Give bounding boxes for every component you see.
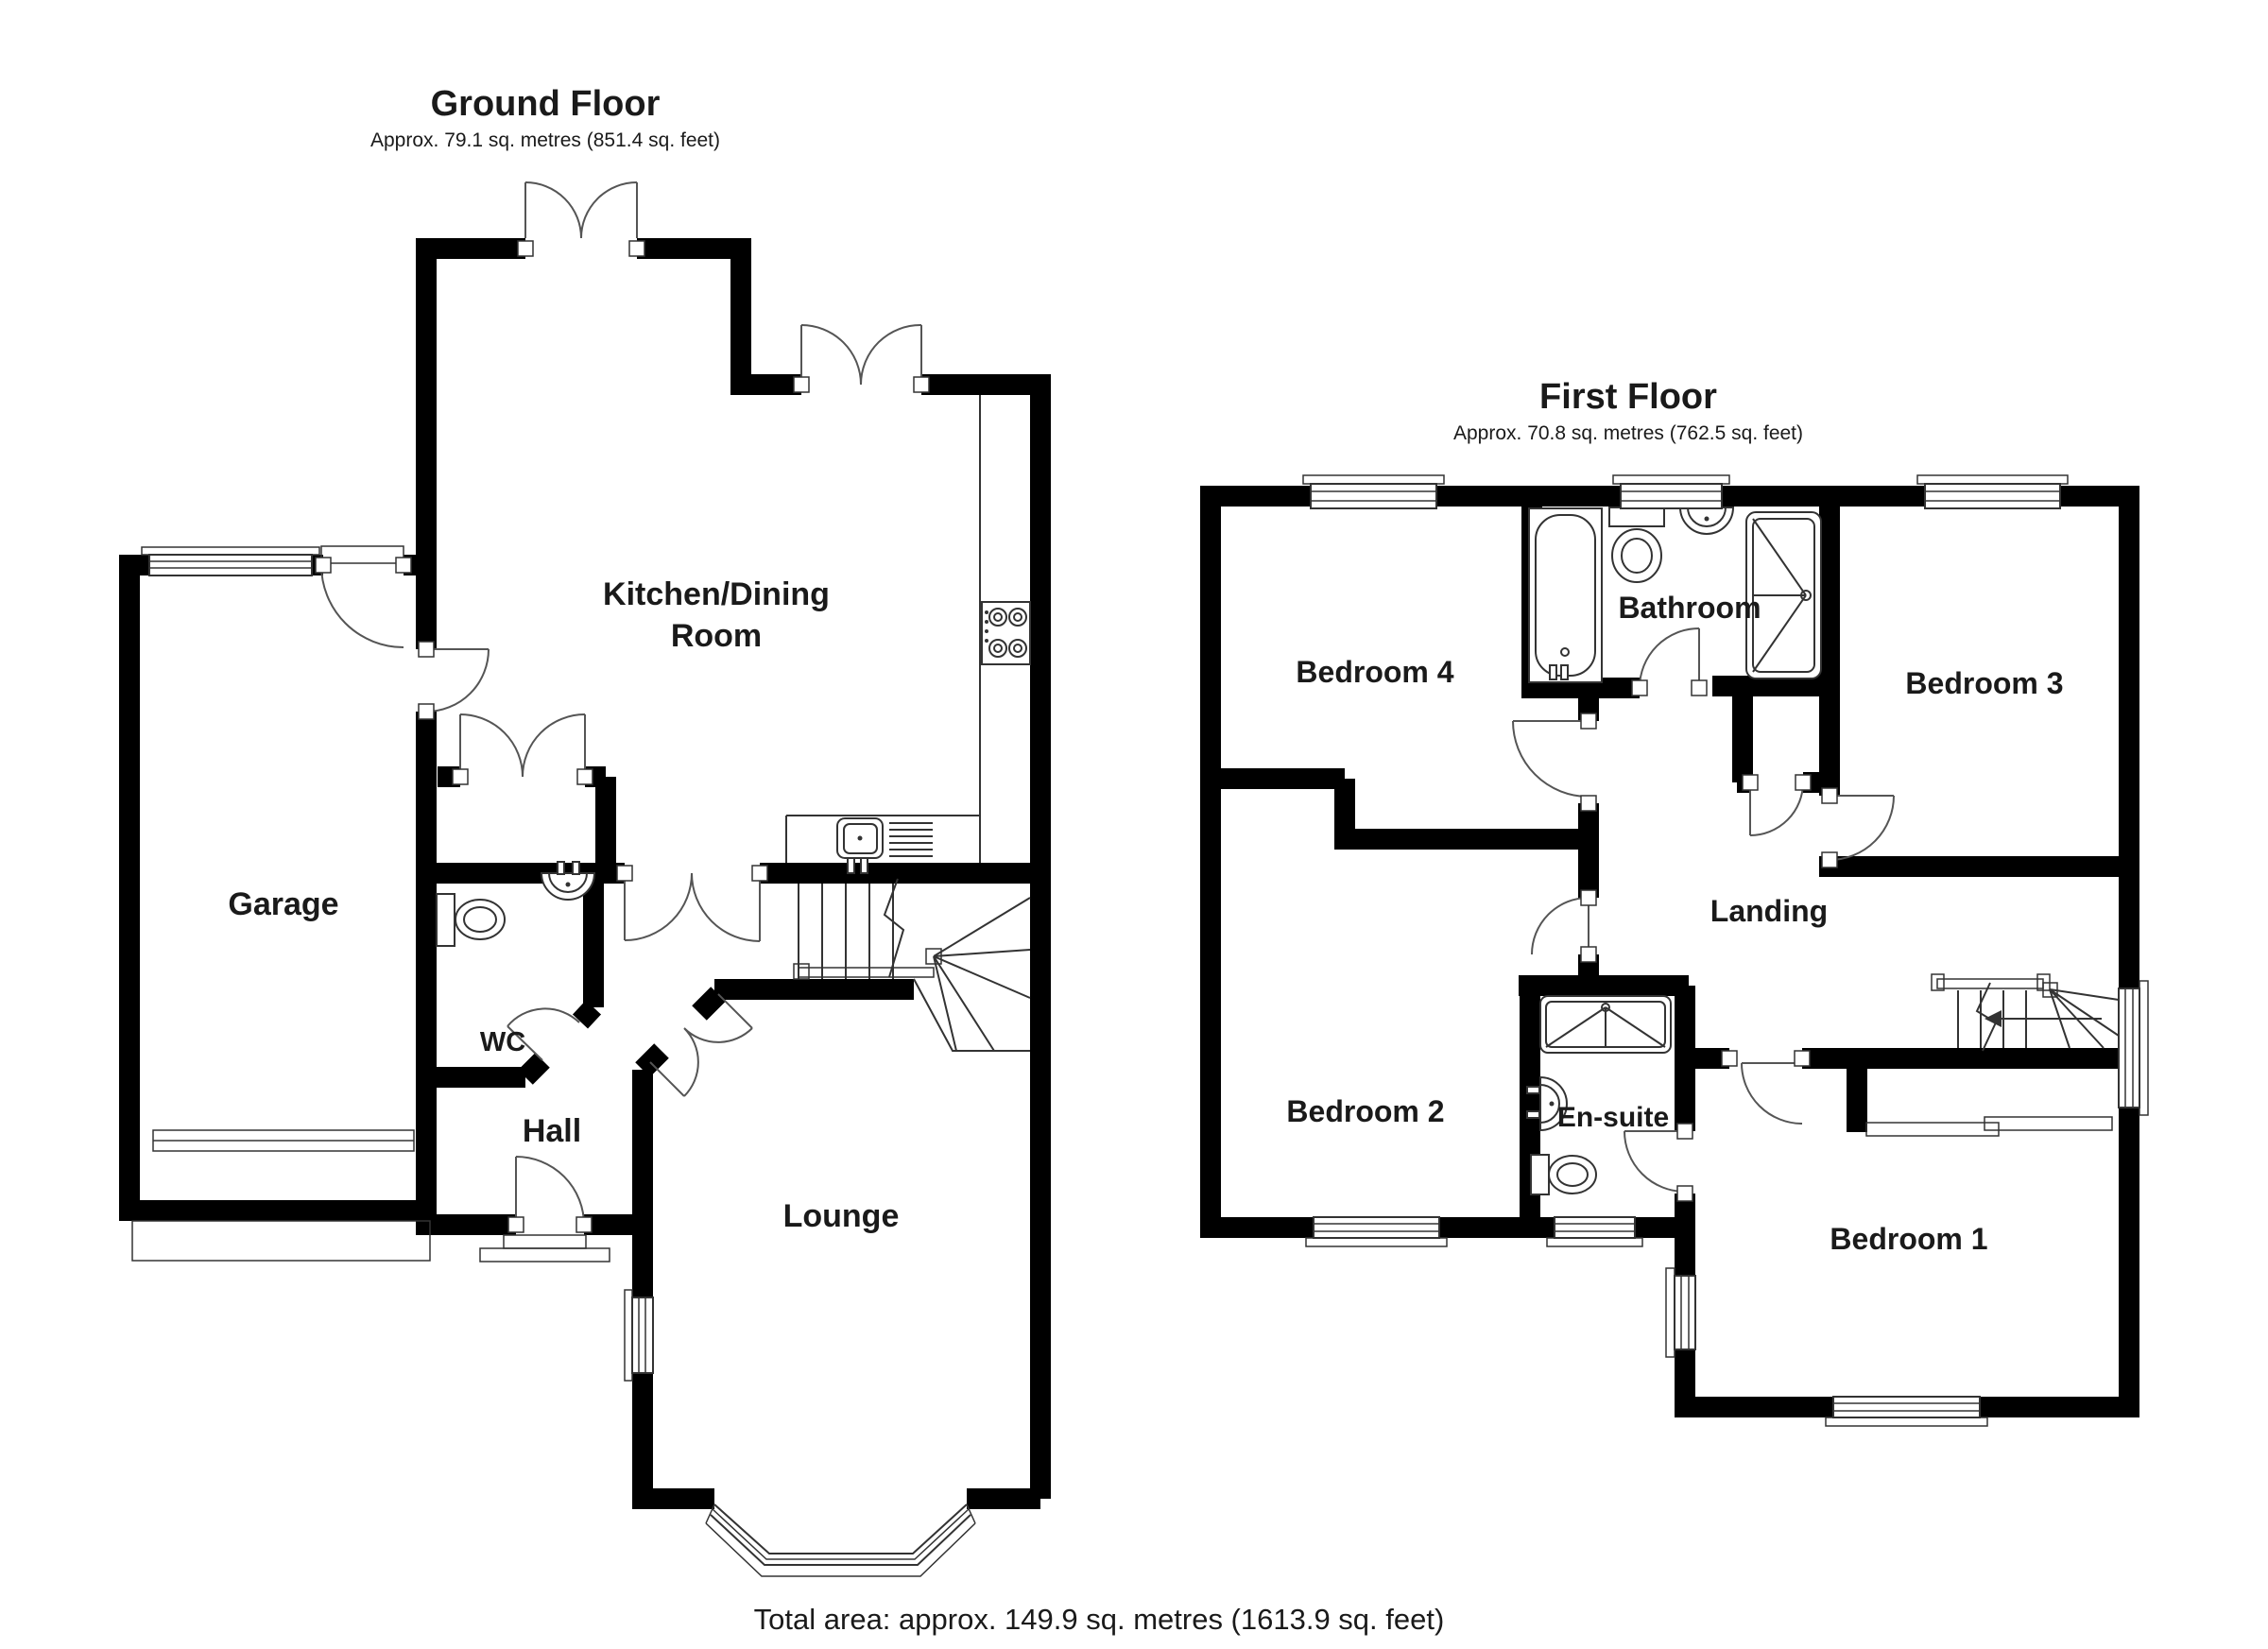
bathroom-toilet-icon [1608, 507, 1665, 583]
ground-floor-subtitle: Approx. 79.1 sq. metres (851.4 sq. feet) [370, 129, 720, 151]
ground-floor-plan: Kitchen/Dining Room Garage WC Hall Loung… [119, 84, 1051, 1577]
garage-door [131, 1129, 431, 1262]
bedroom1-label: Bedroom 1 [1830, 1222, 1987, 1256]
ground-floor-title: Ground Floor [431, 84, 661, 124]
bathroom-label: Bathroom [1618, 591, 1761, 625]
bedroom1-wardrobe [1865, 1116, 2113, 1137]
total-area-label: Total area: approx. 149.9 sq. metres (16… [754, 1603, 1445, 1636]
bedroom2-label: Bedroom 2 [1286, 1094, 1444, 1128]
kitchen-counter [785, 395, 981, 863]
hob-icon [981, 601, 1031, 665]
landing-label: Landing [1710, 894, 1828, 928]
ground-floor-doors [320, 181, 922, 1226]
lounge-label: Lounge [783, 1198, 900, 1234]
lounge-bay-window [705, 1503, 976, 1577]
kitchen-label-line2: Room [671, 618, 762, 654]
bathroom-window [1612, 474, 1730, 509]
hall-label: Hall [523, 1113, 581, 1149]
first-floor-staircase [1931, 973, 2120, 1052]
bathtub-icon [1528, 507, 1603, 683]
first-floor-plan: Bedroom 4 Bathroom Bedroom 3 Bedroom 2 L… [1200, 377, 2149, 1427]
first-floor-subtitle: Approx. 70.8 sq. metres (762.5 sq. feet) [1453, 422, 1803, 444]
stairs-window [2118, 980, 2149, 1116]
kitchen-sink-icon [836, 817, 933, 874]
shower-icon [1745, 511, 1822, 679]
kitchen-label-line1: Kitchen/Dining [603, 576, 830, 612]
ensuite-shower-icon [1539, 995, 1672, 1054]
ensuite-toilet-icon [1530, 1154, 1597, 1195]
bedroom4-label: Bedroom 4 [1296, 655, 1453, 689]
bedroom2-window [1305, 1216, 1448, 1247]
bedroom1-side-window [1665, 1267, 1696, 1358]
bedroom3-window [1916, 474, 2069, 509]
ground-floor-staircase [793, 878, 1031, 1052]
bedroom3-label: Bedroom 3 [1905, 666, 2063, 700]
garage-window [141, 546, 320, 576]
wc-toilet-icon [436, 893, 506, 947]
lounge-side-window [624, 1289, 654, 1382]
ensuite-label: En-suite [1557, 1102, 1669, 1133]
garage-label: Garage [228, 886, 338, 922]
wc-label: WC [480, 1027, 525, 1057]
bedroom1-bottom-window [1825, 1396, 1988, 1427]
first-floor-doors [1512, 627, 1895, 1193]
ground-floor-door-jambs [315, 240, 930, 1233]
first-floor-door-jambs [1580, 679, 1838, 1202]
first-floor-title: First Floor [1539, 377, 1717, 417]
ensuite-window [1546, 1216, 1643, 1247]
bedroom4-window [1302, 474, 1445, 509]
stairs-direction-arrow [1984, 1010, 2002, 1027]
wc-basin-icon [540, 861, 596, 901]
porch-step [479, 1234, 610, 1263]
first-floor-walls [1200, 486, 2139, 1417]
ensuite-basin-icon [1526, 1075, 1568, 1132]
